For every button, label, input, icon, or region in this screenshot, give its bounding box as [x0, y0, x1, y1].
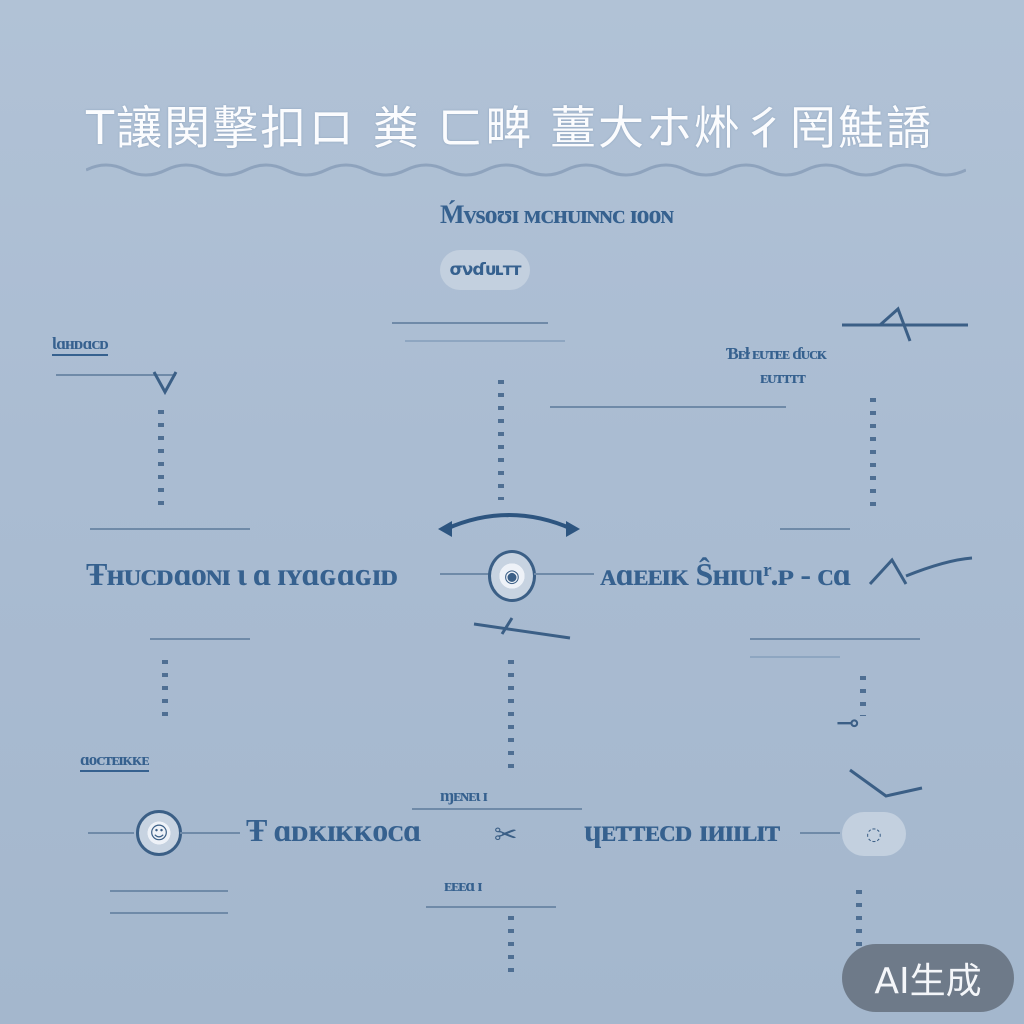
- bottom-right-ticks: [856, 890, 862, 950]
- bottom-center-label: Ŧ ɑᴅᴋɪᴋᴋᴏᴄɑ: [246, 812, 421, 848]
- lower-center-arrow-icon: [473, 617, 571, 640]
- center-hub-node: ◉: [488, 550, 536, 602]
- connector-lower-right-2: [750, 656, 840, 658]
- connector-mid-left: [440, 573, 500, 575]
- connector-bottom-right: [800, 832, 840, 834]
- lower-right-arrow-icon: [849, 768, 923, 798]
- top-sub-node: σνɗᴜʟᴛᴛ: [440, 250, 530, 290]
- connector-bottom-left-2: [180, 832, 240, 834]
- connector-bottom-1: [110, 890, 228, 892]
- bottom-left-node: ☺: [136, 810, 182, 856]
- scissors-icon: ✂: [494, 818, 518, 851]
- right-top-arrow-icon: [842, 306, 968, 342]
- page-title: T讓関擊扣ロ 粪 ㄈ㽡 薑大ホ烞彳罔鮭譑: [86, 101, 934, 155]
- connector-top: [392, 322, 548, 324]
- mid-left-label: Ŧʜᴜᴄᴅɑᴏɴɪ ɩ ɑ ɪʏɑɢɑɢɪᴅ: [86, 556, 399, 592]
- connector-center-low: [412, 808, 582, 810]
- top-center-ticks: [498, 380, 504, 500]
- connector-left-top: [56, 374, 176, 376]
- right-top-label-b: ᴇᴜᴛᴛᴛᴛ: [760, 368, 806, 387]
- connector-right-mid: [780, 528, 850, 530]
- right-top-ticks: [870, 398, 876, 508]
- connector-left-mid: [90, 528, 250, 530]
- bottom-right-node: ◌: [842, 812, 906, 856]
- connector-top-2: [405, 340, 565, 342]
- bottom-mid-ticks: [508, 916, 514, 980]
- left-top-label: Ɩɑʜᴅɑᴄᴅ: [52, 334, 109, 356]
- mid-right-label: ᴀɑᴇᴇɪᴋ Ŝʜɪᴜɩʳ.ᴘ - ᴄɑ: [600, 556, 851, 592]
- connector-lower-left: [150, 638, 250, 640]
- right-top-label-a: Ɓᴇɫ ᴇᴜᴛᴇᴇ ɗᴜᴄᴋ: [726, 344, 827, 363]
- lower-center-ticks: [508, 660, 514, 770]
- lower-right-ticks: [860, 676, 866, 716]
- bottom-right-label: ɥᴇᴛᴛᴇᴄᴅ ɪᴎɪɪʟɪᴛ: [584, 812, 780, 848]
- down-arrow-icon: [152, 371, 178, 396]
- connector-bottom-mid: [426, 906, 556, 908]
- connector-bottom-2: [110, 912, 228, 914]
- connector-top-right: [550, 406, 786, 408]
- top-center-label: Ḿᴠsᴏʊɪ ᴍᴄʜᴜɪɴɴᴄ ɪᴏᴏɴ: [440, 200, 674, 229]
- connector-bottom-left: [88, 832, 134, 834]
- bottom-mid-label: ᴇᴇᴇɑ ɪ: [444, 876, 482, 895]
- ai-generated-badge: AI生成: [842, 944, 1014, 1012]
- left-top-ticks: [158, 410, 164, 506]
- title-underline-wave: [86, 163, 966, 177]
- top-sub-label: σνɗᴜʟᴛᴛ: [449, 260, 522, 280]
- lower-left-ticks: [162, 660, 168, 720]
- curved-arrow-icon: [438, 513, 580, 537]
- connector-lower-right: [750, 638, 920, 640]
- left-mid-label: ɑᴏᴄᴛᴇɪᴋᴋᴇ: [80, 750, 150, 772]
- tool-icon: ⊸: [836, 706, 860, 739]
- center-low-label: ɱᴇɴᴇɩ ɪ: [440, 786, 488, 805]
- mid-right-arrow-icon: [868, 556, 973, 586]
- connector-mid-right: [534, 573, 594, 575]
